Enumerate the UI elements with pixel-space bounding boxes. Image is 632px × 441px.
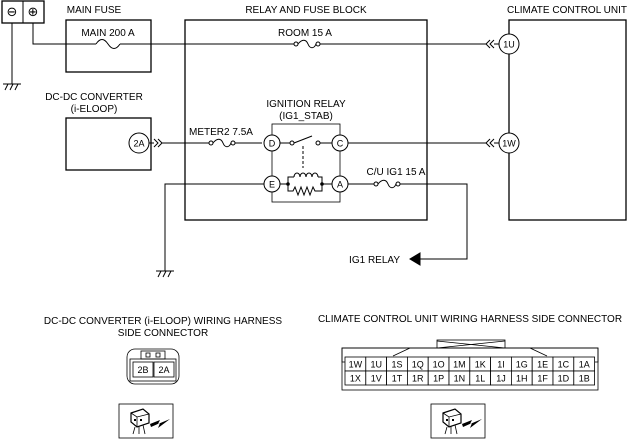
dcdc-connector-pin: 2A [158,365,169,375]
ccu-pin-label: 1V [371,374,382,384]
harness-side-icon [430,403,486,439]
ccu-pin-label: 1N [454,374,466,384]
ccu-pin-label: 1H [516,374,528,384]
connector-chevron-icon [153,138,163,148]
ccu-pin-label: 1T [392,374,403,384]
ccu-pin-label: 1L [475,374,485,384]
relay-block-title: RELAY AND FUSE BLOCK [245,5,367,16]
climate-control-unit [508,19,627,221]
cu-ig1-fuse-icon [373,179,401,189]
ccu-pin-label: 1W [349,360,363,370]
ground-icon [3,83,21,91]
dcdc-connector-pin: 2B [137,365,148,375]
climate-pin-1w-label: 1W [502,139,516,149]
ccu-pin-label: 1B [579,374,590,384]
ig1-relay-label: IG1 RELAY [349,255,400,266]
dcdc-title-line1: DC-DC CONVERTER [45,92,143,103]
connector-chevron-icon [485,39,495,49]
connector-chevron-icon [485,138,495,148]
ccu-pin-label: 1D [558,374,570,384]
dcdc-connector [126,348,180,385]
ccu-pin-label: 1S [391,360,402,370]
meter-fuse-label: METER2 7.5A [189,127,253,138]
relay-terminal-d-label: D [269,139,276,149]
room-fuse-icon [293,39,321,49]
ccu-connector-title: CLIMATE CONTROL UNIT WIRING HARNESS SIDE… [318,314,622,325]
ccu-pin-label: 1G [516,360,528,370]
dcdc-title-line2: (i-ELOOP) [71,104,118,115]
ccu-pin-label: 1O [433,360,445,370]
battery: ⊖ ⊕ [1,0,45,24]
ccu-pin-label: 1Q [412,360,424,370]
climate-pin-1u [498,33,520,55]
relay-coil-icon [280,172,332,197]
battery-plus-terminal: ⊕ [28,4,39,19]
ccu-pin-label: 1F [537,374,548,384]
main-fuse-label: MAIN 200 A [81,28,135,39]
ccu-pin-label: 1X [350,374,361,384]
ccu-connector-pins: 1W 1U 1S 1Q 1O 1M 1K 1I 1G 1E 1C 1A 1X 1V 1T 1R 1P 1N 1L 1J… [344,356,595,386]
ccu-pin-label: 1R [412,374,424,384]
ccu-pin-label: 1U [370,360,382,370]
ccu-pin-label: 1M [453,360,466,370]
climate-unit-title: CLIMATE CONTROL UNIT [507,5,627,16]
relay-terminal-a-label: A [337,180,343,190]
main-fuse-box [65,19,152,73]
relay-terminal-c-label: C [337,139,344,149]
ccu-pin-label: 1A [579,360,590,370]
relay-terminal-e-label: E [269,180,275,190]
ccu-pin-cell [573,370,595,386]
climate-pin-1u-label: 1U [503,40,515,50]
relay-switch-icon [280,135,332,168]
ccu-pin-label: 1I [497,360,505,370]
room-fuse-label: ROOM 15 A [278,28,332,39]
arrow-icon [409,252,421,266]
ccu-pin-label: 1K [475,360,486,370]
climate-pin-1w [498,132,520,154]
meter-fuse-icon [208,138,236,148]
ignition-relay [271,123,341,203]
dcdc-converter [65,117,152,171]
main-fuse-icon [95,39,121,49]
dcdc-connector-title-line2: SIDE CONNECTOR [118,328,208,339]
ignition-relay-subtitle: (IG1_STAB) [279,111,333,122]
main-fuse-title: MAIN FUSE [67,5,122,16]
ground-icon [156,270,174,278]
harness-side-icon [118,403,174,439]
ccu-pin-label: 1C [558,360,570,370]
relay-fuse-block [184,19,428,221]
ccu-pin-label: 1E [537,360,548,370]
dcdc-connector-title-line1: DC-DC CONVERTER (i-ELOOP) WIRING HARNESS [44,316,282,327]
cu-ig1-fuse-label: C/U IG1 15 A [367,167,426,178]
dcdc-pin-2a-label: 2A [133,139,144,149]
ignition-relay-title: IGNITION RELAY [266,99,346,110]
ccu-pin-label: 1J [496,374,506,384]
ccu-pin-label: 1P [433,374,444,384]
battery-minus-terminal: ⊖ [7,4,18,19]
